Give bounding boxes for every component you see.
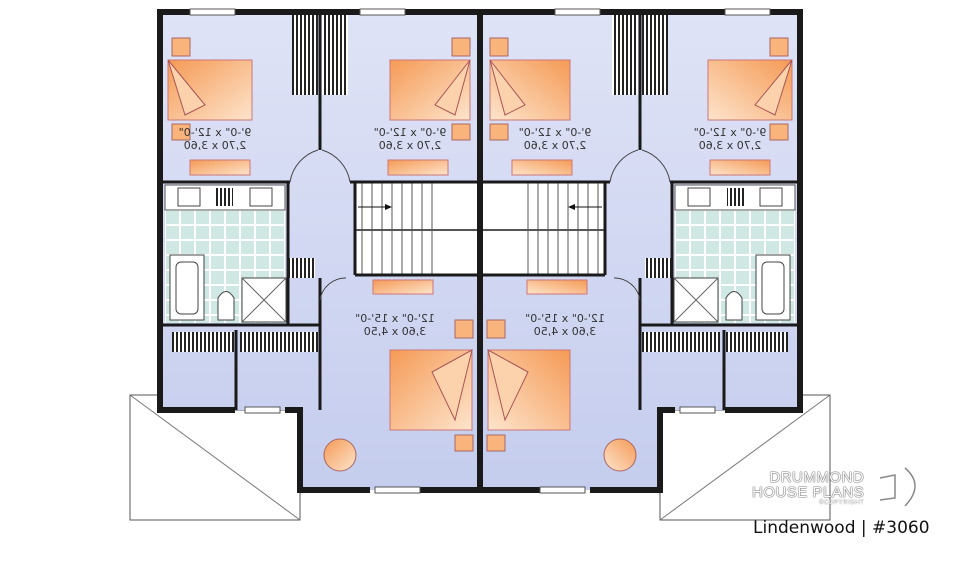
logo-arc-icon [904,467,916,507]
svg-text:2,70 x 3,60: 2,70 x 3,60 [379,139,442,152]
plan-caption: Lindenwood | #3060 [753,518,930,538]
right-unit [480,9,830,520]
svg-text:2,70 x 3,60: 2,70 x 3,60 [184,139,247,152]
svg-text:3,60 x 4,50: 3,60 x 4,50 [534,325,597,338]
svg-text:9'-0" x 12'-0": 9'-0" x 12'-0" [519,126,592,139]
room-label: 9'-0" x 12'-0"2,70 x 3,60 [694,126,767,152]
svg-text:12'-0" x 15'-0": 12'-0" x 15'-0" [355,312,435,325]
svg-text:3,60 x 4,50: 3,60 x 4,50 [364,325,427,338]
svg-text:2,70 x 3,60: 2,70 x 3,60 [699,139,762,152]
svg-text:9'-0" x 12'-0": 9'-0" x 12'-0" [374,126,447,139]
svg-text:9'-0" x 12'-0": 9'-0" x 12'-0" [694,126,767,139]
svg-text:2,70 x 3,60: 2,70 x 3,60 [524,139,587,152]
room-label: 12'-0" x 15'-0"3,60 x 4,50 [525,312,605,338]
svg-text:12'-0" x 15'-0": 12'-0" x 15'-0" [525,312,605,325]
left-unit [130,9,480,520]
room-label: 9'-0" x 12'-0"2,70 x 3,60 [179,126,252,152]
svg-text:9'-0" x 12'-0": 9'-0" x 12'-0" [179,126,252,139]
room-label: 9'-0" x 12'-0"2,70 x 3,60 [374,126,447,152]
brand-logo: DRUMMOND HOUSE PLANS ©COPYRIGHT [752,469,865,506]
room-label: 12'-0" x 15'-0"3,60 x 4,50 [355,312,435,338]
logo-mark-icon [879,474,896,501]
room-label: 9'-0" x 12'-0"2,70 x 3,60 [519,126,592,152]
